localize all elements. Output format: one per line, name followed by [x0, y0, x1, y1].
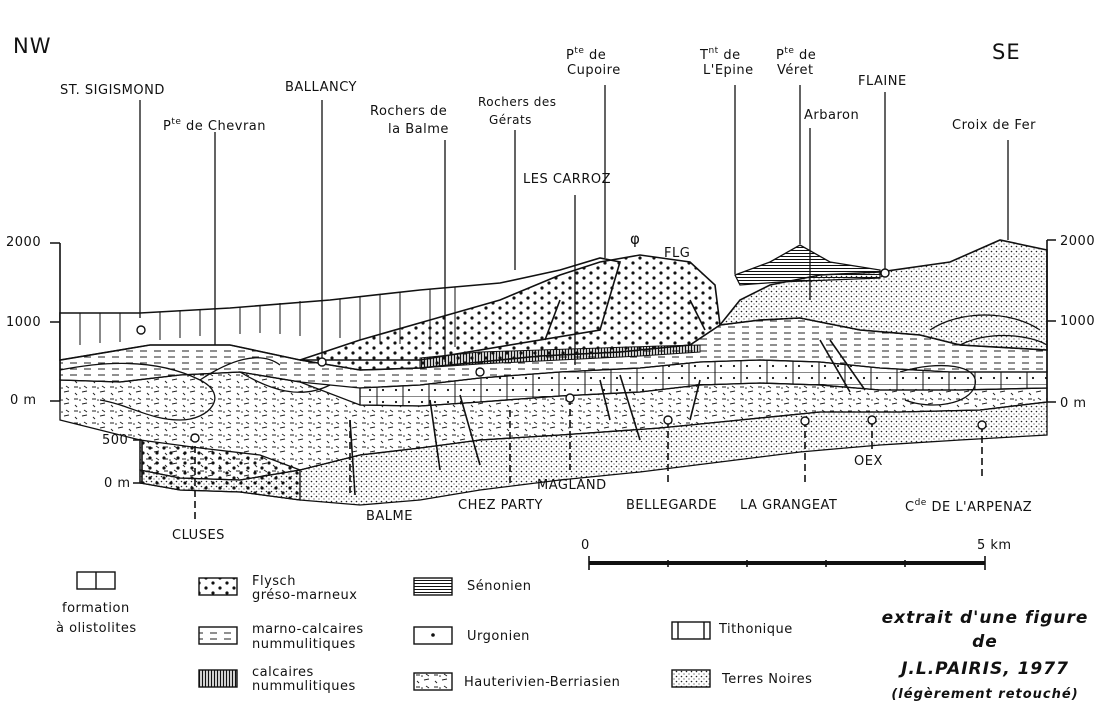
- label-flg: FLG: [664, 246, 691, 261]
- orientation-se: SE: [992, 40, 1021, 64]
- legend-olistolites-1: formation: [62, 601, 130, 616]
- legend-marno-2: nummulitiques: [252, 637, 356, 652]
- label-oex: OEX: [854, 454, 883, 469]
- olistolite-ticks: [79, 287, 456, 347]
- legend-hauterivien: Hauterivien-Berriasien: [464, 675, 621, 690]
- alt-right-1000: 1000: [1060, 314, 1096, 329]
- label-rochers-gerats-1: Rochers des: [478, 95, 557, 109]
- legend-senonien: Sénonien: [467, 579, 532, 594]
- right-altitude-scale: [1046, 239, 1056, 403]
- label-rochers-balme-2: la Balme: [388, 122, 449, 137]
- left-altitude-scale: [50, 242, 61, 402]
- legend-urgonien: Urgonien: [467, 629, 530, 644]
- label-chez-party: CHEZ PARTY: [458, 498, 543, 513]
- legend-tithonique: Tithonique: [719, 622, 793, 637]
- label-balme: BALME: [366, 509, 413, 524]
- label-flaine: FLAINE: [858, 74, 907, 89]
- locality-markers: [136, 268, 987, 443]
- alt-inner-0: 0 m: [104, 476, 131, 491]
- alt-right-0: 0 m: [1060, 396, 1087, 411]
- legend-olistolites-2: à olistolites: [56, 621, 137, 636]
- legend-flysch-2: gréso-marneux: [252, 588, 358, 603]
- label-arbaron: Arbaron: [804, 108, 860, 123]
- credit-line-1: extrait d'une figure de: [881, 608, 1089, 652]
- label-tnt-epine-2: L'Epine: [703, 63, 754, 78]
- scale-bar: [588, 556, 986, 570]
- alt-left-1000: 1000: [6, 315, 42, 330]
- legend-marno-1: marno-calcaires: [252, 622, 364, 637]
- label-rochers-gerats-2: Gérats: [489, 113, 532, 127]
- orientation-nw: NW: [13, 34, 52, 58]
- calcaires-lens: [419, 344, 701, 369]
- label-tnt-epine-1: Tnt de: [700, 46, 741, 63]
- faults: [349, 299, 866, 496]
- label-st-sigismond: ST. SIGISMOND: [60, 83, 165, 98]
- legend-flysch-1: Flysch: [252, 574, 296, 589]
- label-pte-veret-1: Pte de: [776, 46, 817, 63]
- legend-terres-noires: Terres Noires: [722, 672, 813, 687]
- label-cluses: CLUSES: [172, 528, 225, 543]
- label-les-carroz: LES CARROZ: [523, 172, 612, 187]
- label-magland: MAGLAND: [537, 478, 607, 493]
- label-pte-cupoire-2: Cupoire: [567, 63, 621, 78]
- label-bellegarde: BELLEGARDE: [626, 498, 718, 513]
- credit-line-2: J.L.PAIRIS, 1977: [901, 659, 1069, 679]
- label-ballancy: BALLANCY: [285, 80, 358, 95]
- frontal-folds: [59, 357, 331, 421]
- senonien-veret: [734, 244, 881, 286]
- label-croix-de-fer: Croix de Fer: [952, 118, 1037, 133]
- legend-calcaires-2: nummulitiques: [252, 679, 356, 694]
- cluses-lower: [139, 439, 301, 501]
- legend-calcaires-1: calcaires: [252, 665, 314, 680]
- alt-left-2000: 2000: [6, 235, 42, 250]
- label-pte-chevran: Pte de Chevran: [163, 117, 266, 134]
- right-folds: [899, 314, 1048, 406]
- legend-swatches: [76, 571, 711, 691]
- terres-noires-mass: [139, 401, 1048, 506]
- label-col-arpenaz: Cde DE L'ARPENAZ: [905, 498, 1033, 515]
- label-phi: φ: [630, 230, 641, 248]
- alt-left-0: 0 m: [10, 393, 37, 408]
- label-la-grangeat: LA GRANGEAT: [740, 498, 838, 513]
- label-pte-cupoire-1: Pte de: [566, 46, 607, 63]
- valley-leaders: [194, 398, 983, 522]
- alt-right-2000: 2000: [1060, 234, 1096, 249]
- source-credit: extrait d'une figure de J.L.PAIRIS, 1977…: [870, 606, 1100, 707]
- scale-start: 0: [581, 538, 590, 553]
- label-rochers-balme-1: Rochers de: [370, 104, 448, 119]
- alt-inner-500: 500: [102, 433, 129, 448]
- summit-leaders: [139, 85, 1009, 365]
- scale-end: 5 km: [977, 538, 1012, 553]
- label-pte-veret-2: Véret: [777, 63, 814, 78]
- credit-line-3: (légèrement retouché): [891, 687, 1079, 702]
